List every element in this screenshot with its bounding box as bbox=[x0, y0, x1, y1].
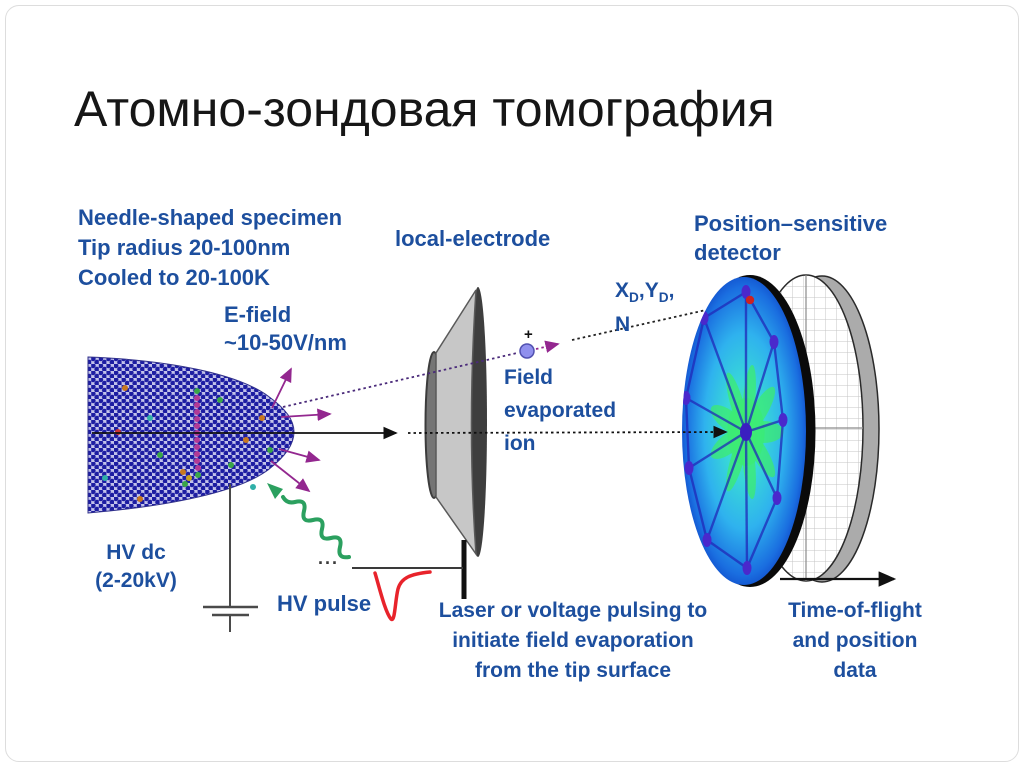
position-sensitive-detector bbox=[682, 274, 880, 587]
local-electrode bbox=[424, 287, 487, 599]
efield-arrows bbox=[270, 367, 332, 493]
ion-charge-label: + bbox=[524, 326, 533, 343]
detector-coords-label: XD,YD, N bbox=[615, 279, 675, 337]
slide-title: Атомно-зондовая томография bbox=[74, 81, 775, 137]
atom-column bbox=[194, 388, 201, 478]
ellipsis-label: ... bbox=[318, 548, 340, 568]
ion-trajectory bbox=[282, 309, 707, 408]
field-evaporated-ion-label: Field evaporated ion bbox=[504, 366, 617, 455]
pulsing-description-label: Laser or voltage pulsing to initiate fie… bbox=[438, 599, 708, 682]
laser-wavy-arrow-icon bbox=[267, 483, 351, 560]
specimen-tip bbox=[87, 356, 295, 514]
evaporated-ion bbox=[519, 343, 535, 359]
tof-data-label: Time-of-flight and position data bbox=[788, 599, 922, 682]
detector-label: Position–sensitive detector bbox=[694, 211, 888, 265]
specimen-label: Needle-shaped specimen Tip radius 20-100… bbox=[78, 205, 343, 290]
ground-symbol bbox=[203, 484, 258, 632]
ion-impact-dot bbox=[745, 295, 755, 305]
detector-pole-web bbox=[684, 290, 785, 570]
local-electrode-label: local-electrode bbox=[395, 226, 551, 251]
hv-pulse-label: HV pulse bbox=[277, 591, 372, 616]
central-axis bbox=[92, 425, 728, 440]
detector-poles bbox=[682, 285, 788, 575]
efield-label: E-field ~10-50V/nm bbox=[224, 302, 347, 355]
voltage-pulse-waveform-icon bbox=[373, 570, 432, 622]
impurity-atoms bbox=[102, 385, 273, 502]
hv-dc-label: HV dc (2-20kV) bbox=[95, 541, 177, 592]
